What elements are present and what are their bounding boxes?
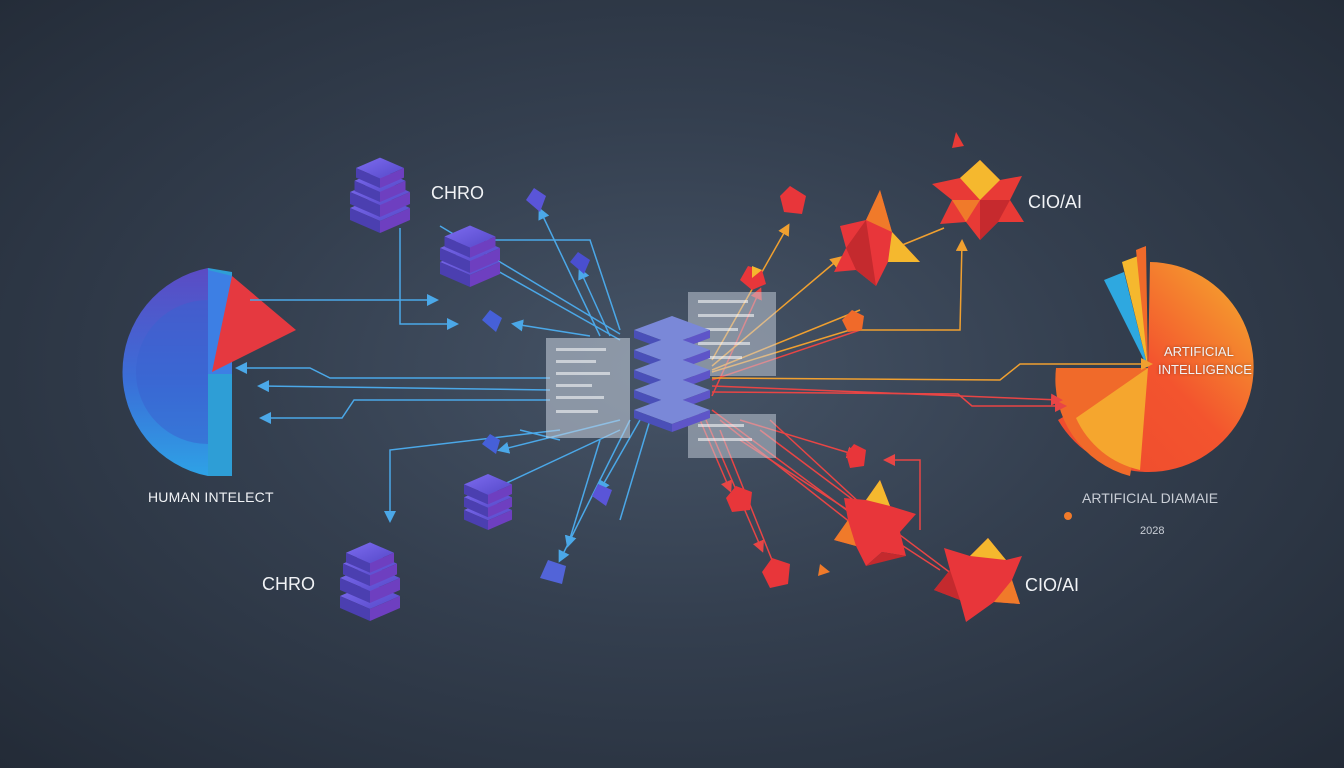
ai-pie bbox=[1055, 246, 1254, 476]
small-blue-gems bbox=[482, 188, 612, 584]
ai-pie-red-sliver bbox=[1136, 246, 1148, 368]
polyhedron-burst-icon bbox=[934, 538, 1022, 622]
human-intellect-label: HUMAN INTELECT bbox=[148, 489, 274, 505]
human-pie-inner-ring bbox=[136, 300, 208, 444]
artificial-intelligence-label-line2: INTELLIGENCE bbox=[1158, 362, 1252, 377]
polyhedron-burst-icon bbox=[834, 480, 916, 566]
artificial-domain-label: ARTIFICIAL DIAMAIE bbox=[1082, 490, 1219, 506]
artificial-intelligence-label-line1: ARTIFICIAL bbox=[1164, 344, 1234, 359]
cio-ai-top-label: CIO/AI bbox=[1028, 192, 1083, 212]
polyhedron-burst-icon bbox=[834, 190, 920, 286]
chro-top-label: CHRO bbox=[431, 183, 484, 203]
stacked-cube-icon bbox=[340, 542, 400, 621]
human-pie-red-slice bbox=[212, 276, 296, 372]
server-stack-icon bbox=[546, 292, 776, 458]
left-document-panel bbox=[546, 338, 630, 438]
ai-pie-yellow-sliver bbox=[1122, 256, 1148, 368]
small-red-gems bbox=[726, 132, 964, 588]
chro-bottom-label: CHRO bbox=[262, 574, 315, 594]
ai-pie-cyan-slice bbox=[1104, 272, 1148, 368]
timeline-bar bbox=[1064, 512, 1234, 520]
stacked-cube-icon bbox=[440, 225, 500, 287]
polyhedron-burst-icon bbox=[932, 160, 1024, 240]
human-intellect-pie bbox=[122, 268, 296, 476]
ai-pie-yellow-slice bbox=[1076, 368, 1148, 470]
orange-links bbox=[711, 223, 1153, 381]
stacked-cube-icon bbox=[464, 474, 512, 530]
timeline-start-dot bbox=[1064, 512, 1072, 520]
timeline-year-label: 2028 bbox=[1140, 525, 1165, 537]
cio-ai-bottom-label: CIO/AI bbox=[1025, 575, 1080, 595]
right-bottom-document-panel bbox=[688, 414, 776, 458]
stacked-cube-icon bbox=[350, 157, 410, 233]
